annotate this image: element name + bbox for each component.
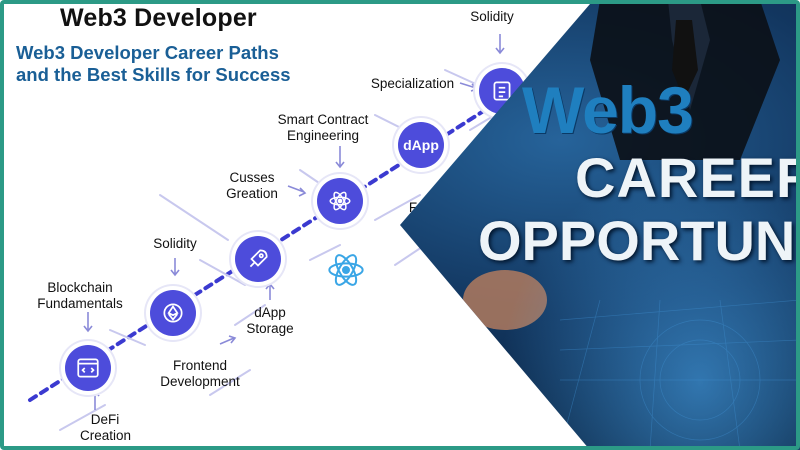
- label-solidity-top: Solidity: [462, 9, 522, 25]
- label-blockchain-line-1: Blockchain: [47, 280, 113, 295]
- dapp-node-label: dApp: [403, 137, 439, 153]
- label-defi-line-1: DeFi: [90, 412, 120, 427]
- subtitle-line-1: Web3 Developer Career Paths: [16, 42, 279, 63]
- label-dapp-storage-line-1: dApp: [254, 305, 286, 320]
- subtitle-line-2: and the Best Skills for Success: [16, 64, 291, 85]
- label-cusses-line-1: Cusses: [229, 170, 275, 185]
- code-window-icon: [65, 345, 111, 391]
- label-frontend-line-2: Development: [160, 374, 240, 389]
- label-specialization-text: Specialization: [370, 76, 455, 91]
- label-frontend: Frontend Development: [150, 358, 250, 390]
- page-subtitle: Web3 Developer Career Paths and the Best…: [16, 42, 356, 86]
- label-defi: DeFi Creation: [80, 412, 132, 444]
- photo-text-career: CAREER: [575, 146, 800, 209]
- atom-icon: [317, 178, 363, 224]
- label-frontend-line-1: Frontend: [172, 358, 228, 373]
- label-solidity-top-text: Solidity: [470, 9, 514, 24]
- label-cusses: Cusses Greation: [220, 170, 284, 202]
- label-blockchain-line-2: Fundamentals: [37, 296, 123, 311]
- label-smart-contract: Smart Contract Engineering: [268, 112, 378, 144]
- label-partial-f-text: F: [408, 200, 418, 215]
- ethereum-icon: [150, 290, 196, 336]
- label-specialization: Specialization: [365, 76, 460, 92]
- photo-text-opportunities: OPPORTUNITI: [478, 209, 800, 272]
- rocket-icon: [235, 236, 281, 282]
- react-atom-icon: [328, 254, 364, 286]
- photo-text-web3: Web3: [522, 73, 694, 147]
- label-smart-contract-line-2: Engineering: [286, 128, 360, 143]
- label-arrows: [83, 34, 505, 410]
- label-smart-contract-line-1: Smart Contract: [277, 112, 369, 127]
- label-dapp-storage: dApp Storage: [240, 305, 300, 337]
- page-title: Web3 Developer: [60, 4, 257, 32]
- label-cusses-line-2: Greation: [226, 186, 278, 201]
- label-dapp-storage-line-2: Storage: [246, 321, 294, 336]
- label-partial-f: F: [406, 200, 420, 216]
- dapp-node: dApp: [398, 122, 444, 168]
- label-defi-line-2: Creation: [80, 428, 132, 443]
- label-blockchain: Blockchain Fundamentals: [30, 280, 130, 312]
- label-solidity-lower-text: Solidity: [153, 236, 197, 251]
- label-solidity-lower: Solidity: [145, 236, 205, 252]
